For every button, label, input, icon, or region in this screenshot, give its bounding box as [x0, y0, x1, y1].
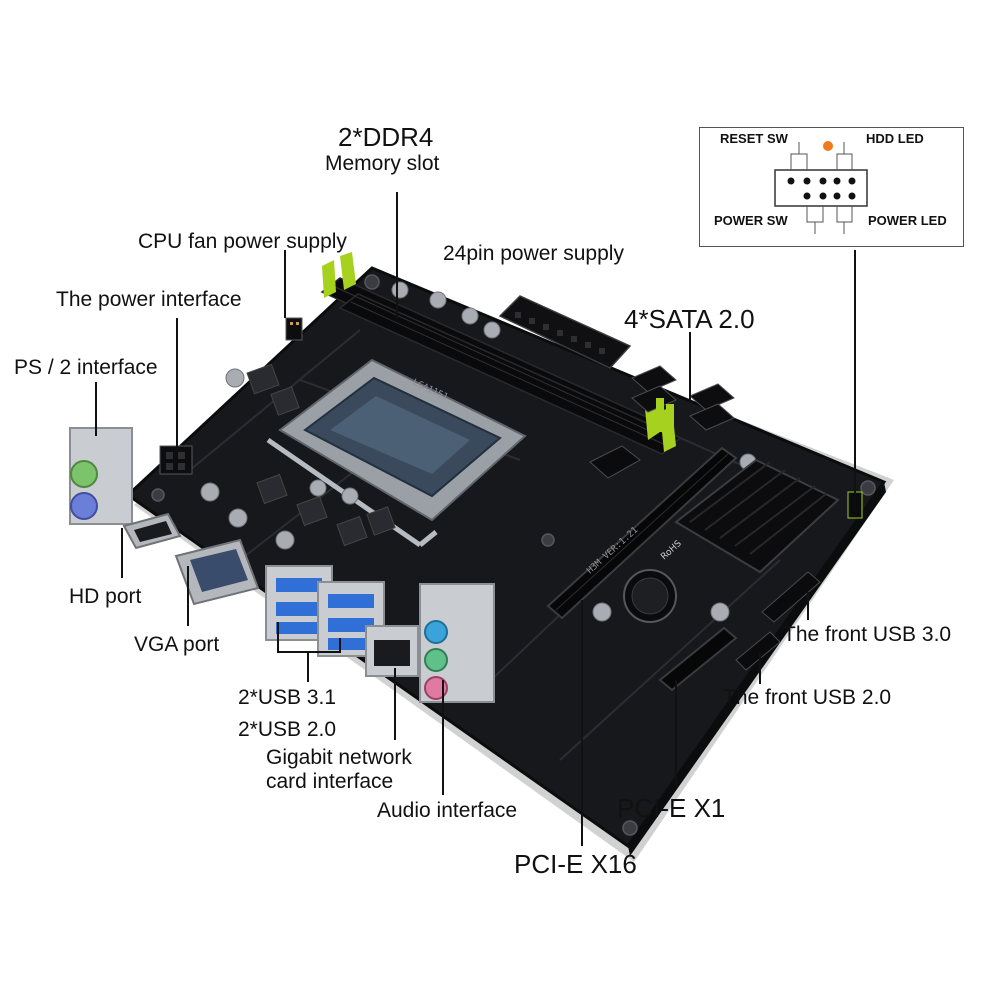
gigabit-line1-label: Gigabit network	[266, 746, 412, 769]
pin-diagram-art	[774, 141, 868, 234]
pin-row-top	[787, 177, 856, 185]
ps2-mouse-port	[70, 492, 98, 520]
hd-port-label: HD port	[69, 585, 142, 608]
cmos-battery	[623, 569, 677, 623]
atx-24pin-connector	[498, 295, 632, 369]
pin-block	[774, 169, 868, 207]
reset-sw-label: RESET SW	[720, 131, 788, 146]
ps2-label: PS / 2 interface	[14, 356, 158, 379]
cpu-socket-lga1151: LGA1151	[266, 358, 527, 548]
power-interface-label: The power interface	[56, 288, 242, 311]
ddr4-latch-left-2	[340, 252, 356, 290]
m2-slot	[589, 445, 641, 479]
vrm-components	[200, 281, 757, 622]
ps2-keyboard-port	[70, 460, 98, 488]
front-usb30-label: The front USB 3.0	[783, 623, 952, 646]
audio-jacks	[419, 583, 495, 703]
power-led-label: POWER LED	[868, 213, 947, 228]
ddr4-latch-left-1	[322, 260, 336, 298]
cpu-fan-header	[285, 317, 303, 341]
vga-port	[174, 538, 260, 606]
usb31-label: 2*USB 3.1	[238, 686, 337, 709]
sata-ports	[631, 365, 735, 438]
callout-lines	[95, 192, 856, 846]
audio-line-out	[424, 648, 448, 672]
header-key-dot	[823, 141, 833, 151]
rj45-port	[365, 625, 419, 677]
usb20-label: 2*USB 2.0	[238, 718, 337, 741]
audio-interface-label: Audio interface	[377, 799, 518, 822]
mounting-holes	[151, 274, 876, 836]
ps2-port-stack	[69, 427, 133, 525]
board-edge	[628, 482, 886, 856]
pcie-x16-label: PCI-E X16	[514, 849, 637, 879]
audio-mic	[424, 676, 448, 700]
pin-brackets	[790, 142, 853, 234]
hdd-led-label: HDD LED	[866, 131, 924, 146]
pin-row-bottom	[803, 192, 856, 200]
vga-port-label: VGA port	[134, 633, 220, 656]
cpu-power-connector	[159, 445, 193, 475]
power-sw-label: POWER SW	[714, 213, 788, 228]
ddr4-desc-label: Memory slot	[325, 152, 440, 175]
power-24pin-label: 24pin power supply	[443, 242, 624, 265]
front-panel-header	[847, 491, 863, 519]
front-usb3-header	[761, 571, 821, 623]
ddr4-memory-slots	[320, 252, 682, 455]
audio-line-in	[424, 620, 448, 644]
gigabit-line2-label: card interface	[266, 770, 394, 793]
front-panel-pin-diagram: RESET SW HDD LED POWER SW POWER LED	[699, 127, 964, 247]
cpu-fan-label: CPU fan power supply	[138, 230, 347, 253]
sata-label: 4*SATA 2.0	[624, 304, 755, 334]
pcie-x1-label: PCI-E X1	[617, 793, 726, 823]
pcie-x1-slot	[658, 626, 738, 692]
front-usb20-label: The front USB 2.0	[723, 686, 892, 709]
chipset-heatsink	[674, 458, 840, 574]
hdmi-port	[122, 512, 182, 550]
ddr4-count-label: 2*DDR4	[338, 122, 434, 152]
front-usb2-header	[735, 631, 781, 671]
